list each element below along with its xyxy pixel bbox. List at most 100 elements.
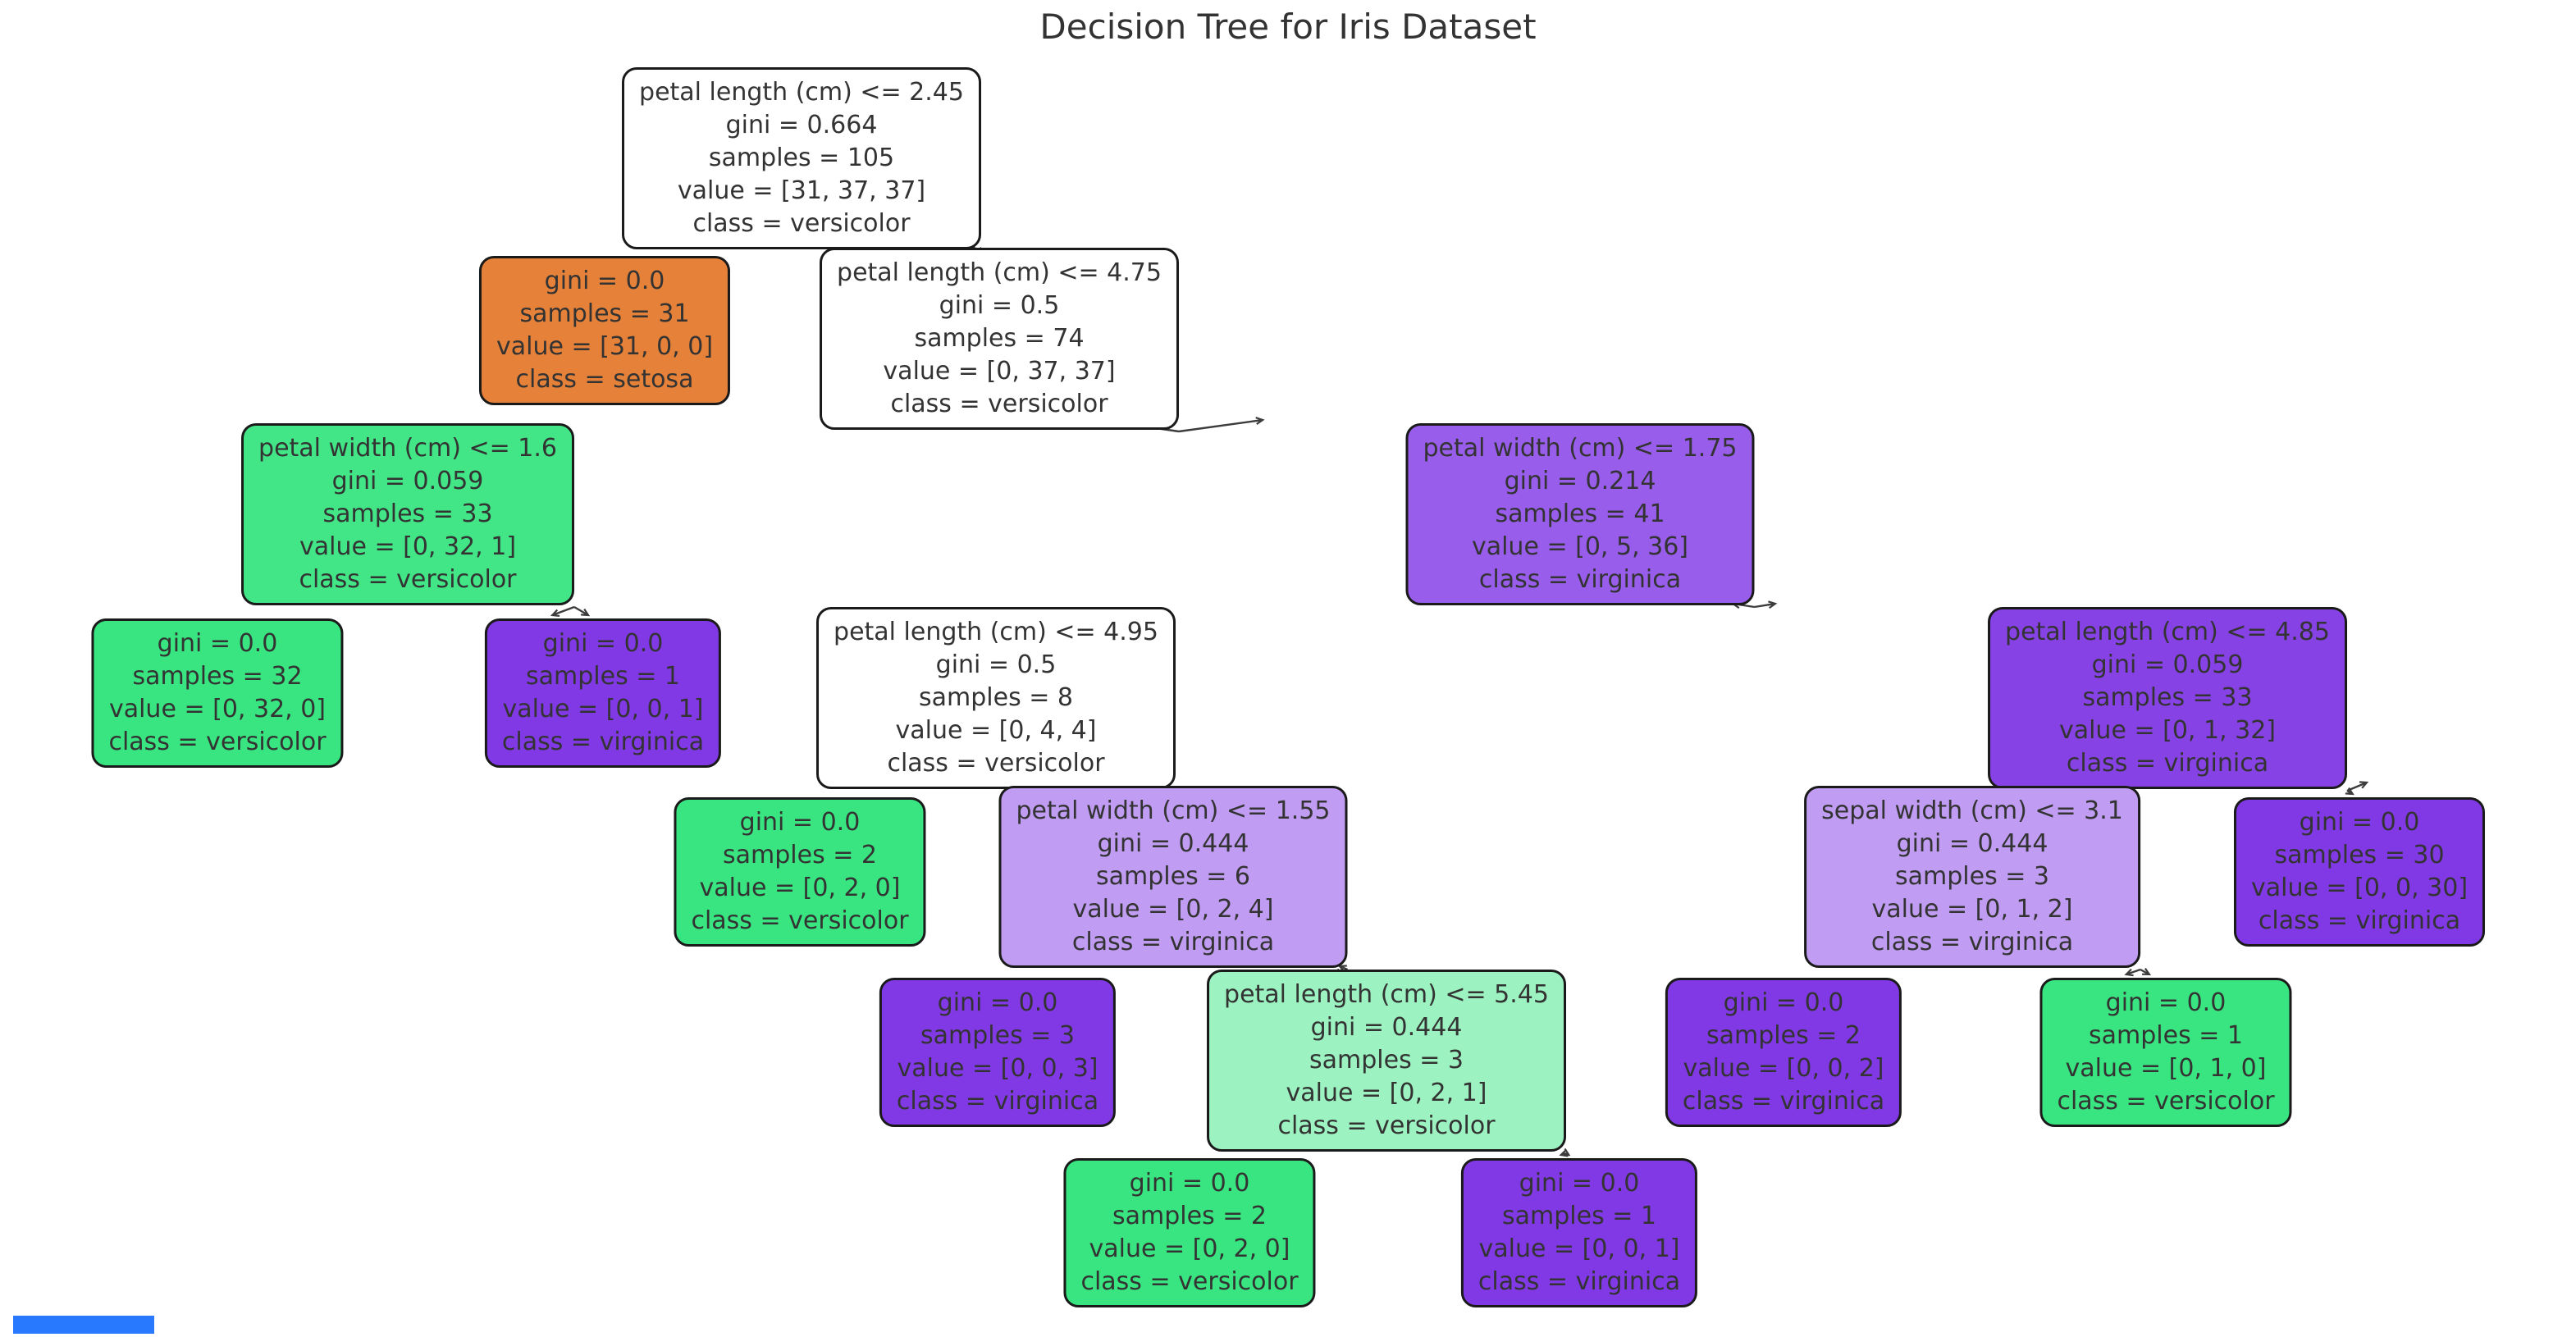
node-class: class = virginica — [896, 1087, 1099, 1116]
node-samples: samples = 1 — [2088, 1021, 2243, 1050]
tree-node-0: petal length (cm) <= 2.45 gini = 0.664 sam… — [622, 67, 981, 249]
node-samples: samples = 33 — [2082, 683, 2253, 712]
node-class: class = versicolor — [691, 906, 909, 935]
tree-node-4: petal width (cm) <= 1.75 gini = 0.214 samp… — [1405, 423, 1755, 605]
node-value: value = [31, 37, 37] — [677, 176, 926, 205]
node-gini: gini = 0.059 — [2091, 650, 2244, 679]
node-class: class = virginica — [2066, 749, 2269, 778]
node-samples: samples = 30 — [2274, 841, 2445, 869]
tree-edge-4-7 — [1754, 600, 1778, 609]
node-samples: samples = 31 — [519, 299, 690, 328]
node-gini: gini = 0.0 — [544, 267, 665, 295]
tree-edge-3-5 — [550, 605, 575, 618]
node-condition: petal width (cm) <= 1.6 — [258, 434, 557, 463]
tree-node-8: petal length (cm) <= 4.85 gini = 0.059 sam… — [1988, 607, 2347, 789]
node-class: class = versicolor — [2057, 1087, 2275, 1116]
node-samples: samples = 3 — [1309, 1046, 1464, 1075]
node-value: value = [31, 0, 0] — [496, 332, 714, 361]
node-value: value = [0, 2, 0] — [699, 874, 901, 902]
tree-node-16: gini = 0.0 samples = 1 value = [0, 1, 0] cl… — [2039, 978, 2292, 1127]
node-samples: samples = 6 — [1095, 862, 1250, 891]
tree-edge-8-11 — [2346, 781, 2369, 792]
tree-node-2: petal length (cm) <= 4.75 gini = 0.5 sampl… — [820, 248, 1179, 430]
tree-edge-14-18 — [1561, 1148, 1571, 1157]
tree-node-3: petal width (cm) <= 1.6 gini = 0.059 sampl… — [241, 423, 574, 605]
node-value: value = [0, 2, 1] — [1286, 1079, 1487, 1107]
node-condition: petal length (cm) <= 4.95 — [834, 618, 1158, 646]
node-class: class = virginica — [1478, 1267, 1681, 1296]
tree-node-9: gini = 0.0 samples = 2 value = [0, 2, 0] cl… — [674, 797, 926, 947]
node-value: value = [0, 1, 2] — [1871, 895, 2073, 924]
tree-edge-3-6 — [573, 605, 591, 617]
node-value: value = [0, 1, 32] — [2058, 716, 2277, 745]
node-gini: gini = 0.0 — [2105, 988, 2227, 1017]
node-class: class = versicolor — [890, 390, 1108, 418]
node-samples: samples = 32 — [132, 662, 303, 691]
node-samples: samples = 74 — [914, 324, 1085, 353]
node-gini: gini = 0.214 — [1504, 467, 1656, 495]
node-value: value = [0, 37, 37] — [883, 357, 1116, 386]
tree-node-18: gini = 0.0 samples = 1 value = [0, 0, 1] cl… — [1460, 1158, 1698, 1307]
node-samples: samples = 33 — [322, 500, 493, 528]
tree-edge-11-15 — [2124, 968, 2141, 977]
node-value: value = [0, 2, 0] — [1089, 1234, 1290, 1263]
node-class: class = versicolor — [1080, 1267, 1299, 1296]
node-value: value = [0, 1, 0] — [2065, 1054, 2267, 1083]
node-gini: gini = 0.0 — [739, 808, 861, 837]
node-gini: gini = 0.5 — [939, 291, 1060, 320]
node-value: value = [0, 0, 1] — [1478, 1234, 1680, 1263]
tree-edge-2-3 — [1178, 417, 1265, 433]
node-condition: petal length (cm) <= 2.45 — [639, 78, 964, 107]
node-class: class = versicolor — [108, 728, 327, 756]
node-value: value = [0, 4, 4] — [895, 716, 1097, 745]
node-samples: samples = 2 — [1112, 1202, 1267, 1230]
node-class: class = versicolor — [299, 565, 517, 594]
node-condition: petal width (cm) <= 1.75 — [1423, 434, 1738, 463]
tree-node-17: gini = 0.0 samples = 2 value = [0, 2, 0] cl… — [1063, 1158, 1316, 1307]
node-class: class = virginica — [2258, 906, 2461, 935]
node-gini: gini = 0.0 — [937, 988, 1058, 1017]
node-gini: gini = 0.444 — [1310, 1013, 1463, 1042]
node-class: class = virginica — [1478, 565, 1682, 594]
node-samples: samples = 3 — [920, 1021, 1075, 1050]
node-gini: gini = 0.0 — [1519, 1169, 1640, 1198]
node-class: class = versicolor — [692, 209, 911, 238]
node-samples: samples = 1 — [1502, 1202, 1656, 1230]
node-class: class = versicolor — [1277, 1111, 1496, 1140]
node-gini: gini = 0.0 — [2299, 808, 2420, 837]
node-class: class = setosa — [515, 365, 694, 394]
tree-edge-8-12 — [2345, 787, 2354, 796]
node-gini: gini = 0.0 — [1129, 1169, 1250, 1198]
tree-node-14: petal length (cm) <= 5.45 gini = 0.444 sam… — [1207, 970, 1566, 1152]
node-samples: samples = 8 — [918, 683, 1073, 712]
node-gini: gini = 0.059 — [331, 467, 484, 495]
node-class: class = versicolor — [887, 749, 1105, 778]
node-condition: petal length (cm) <= 4.75 — [837, 258, 1162, 287]
node-gini: gini = 0.0 — [157, 629, 278, 658]
node-value: value = [0, 2, 4] — [1072, 895, 1274, 924]
node-value: value = [0, 0, 3] — [897, 1054, 1098, 1083]
node-class: class = virginica — [1071, 928, 1275, 956]
node-condition: petal length (cm) <= 5.45 — [1224, 980, 1549, 1009]
node-samples: samples = 1 — [526, 662, 680, 691]
node-class: class = virginica — [1870, 928, 2074, 956]
node-samples: samples = 2 — [722, 841, 877, 869]
node-value: value = [0, 0, 30] — [2250, 874, 2469, 902]
node-condition: petal length (cm) <= 4.85 — [2005, 618, 2330, 646]
taskbar-fragment — [13, 1316, 154, 1334]
node-gini: gini = 0.664 — [725, 111, 878, 139]
tree-node-7: petal length (cm) <= 4.95 gini = 0.5 sampl… — [816, 607, 1176, 789]
node-condition: petal width (cm) <= 1.55 — [1016, 796, 1331, 825]
node-samples: samples = 41 — [1495, 500, 1665, 528]
tree-edge-11-16 — [2140, 968, 2152, 976]
node-samples: samples = 2 — [1706, 1021, 1861, 1050]
node-samples: samples = 105 — [708, 144, 895, 172]
node-class: class = virginica — [501, 728, 705, 756]
tree-node-12: gini = 0.0 samples = 30 value = [0, 0, 30]… — [2233, 797, 2486, 947]
node-gini: gini = 0.0 — [1723, 988, 1844, 1017]
node-gini: gini = 0.5 — [935, 650, 1057, 679]
